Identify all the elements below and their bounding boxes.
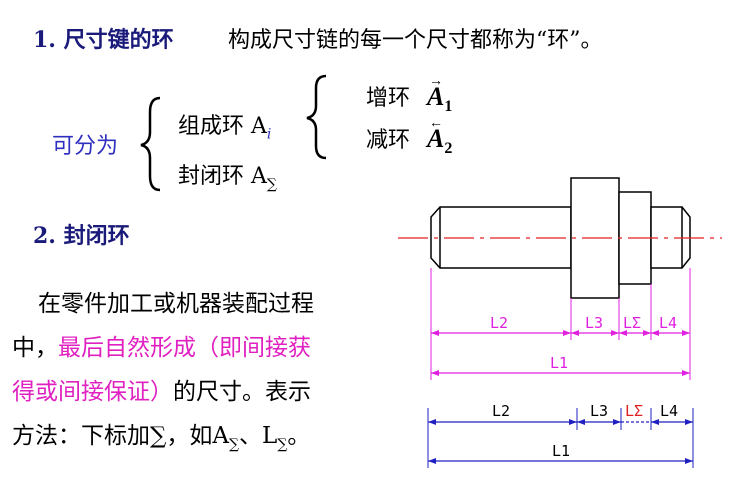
desc-line-4: 方法：下标加∑，如A∑、L∑。 <box>12 414 314 467</box>
increase-symbol: A <box>427 82 445 111</box>
decrease-vector: ←A2 <box>427 116 453 158</box>
right-brace <box>306 74 327 160</box>
upper-dimension-lines <box>431 330 690 376</box>
left-arrow-icon: ← <box>429 116 444 131</box>
upper-l1-label: L1 <box>550 354 568 372</box>
left-brace <box>140 96 161 192</box>
upper-l4-label: L4 <box>659 314 677 332</box>
upper-l2-label: L2 <box>490 314 508 332</box>
increase-ring-text: 增环 <box>366 86 411 111</box>
upper-l3-label: L3 <box>585 314 603 332</box>
decrease-ring: 减环 ←A2 <box>366 116 453 158</box>
desc-line-4-prefix: 方法：下标加∑，如A <box>12 423 230 449</box>
desc-line-2-prefix: 中， <box>12 335 58 361</box>
lower-lsum-label: LΣ <box>625 402 643 420</box>
lower-l2-label: L2 <box>492 402 510 420</box>
decrease-sub: 2 <box>444 140 453 158</box>
desc-line-4-sub1: ∑ <box>229 436 240 453</box>
decrease-symbol: A <box>427 124 445 153</box>
desc-line-3-suffix: 的尺寸。表示 <box>173 379 311 405</box>
lower-dimension-lines <box>428 419 693 464</box>
section2-heading: 2. 封闭环 <box>33 223 130 249</box>
desc-line-4-end: 。 <box>287 423 311 449</box>
lower-l1-label: L1 <box>552 442 570 460</box>
desc-line-1: 在零件加工或机器装配过程 <box>38 291 314 317</box>
upper-lsum-label: LΣ <box>623 314 641 332</box>
desc-line-3: 得或间接保证）的尺寸。表示 <box>12 370 314 414</box>
classification-label: 可分为 <box>52 134 119 159</box>
section1-heading: 1. 尺寸键的环 <box>33 27 174 53</box>
right-arrow-icon: → <box>429 74 444 89</box>
desc-line-4-mid: 、L <box>239 423 278 449</box>
closing-ring-sub: ∑ <box>266 176 277 193</box>
component-ring: 组成环 Ai <box>178 108 271 142</box>
increase-sub: 1 <box>444 98 453 116</box>
closing-ring: 封闭环 A∑ <box>178 158 277 192</box>
closing-ring-description: 在零件加工或机器装配过程 中，最后自然形成（即间接获 得或间接保证）的尺寸。表示… <box>12 282 314 467</box>
decrease-ring-text: 减环 <box>366 128 411 153</box>
closing-ring-text: 封闭环 A <box>178 164 267 189</box>
component-ring-text: 组成环 A <box>178 114 267 139</box>
lower-l3-label: L3 <box>590 402 608 420</box>
desc-line-2-highlight: 最后自然形成（即间接获 <box>58 335 311 361</box>
desc-line-4-sub2: ∑ <box>277 436 288 453</box>
desc-line-3-highlight: 得或间接保证） <box>12 379 173 405</box>
component-ring-sub: i <box>266 126 272 143</box>
ring-definition: 构成尺寸链的每一个尺寸都称为“环”。 <box>228 28 603 53</box>
increase-vector: →A1 <box>427 74 453 116</box>
desc-line-2: 中，最后自然形成（即间接获 <box>12 326 314 370</box>
lower-l4-label: L4 <box>660 402 678 420</box>
increase-ring: 增环 →A1 <box>366 74 453 116</box>
